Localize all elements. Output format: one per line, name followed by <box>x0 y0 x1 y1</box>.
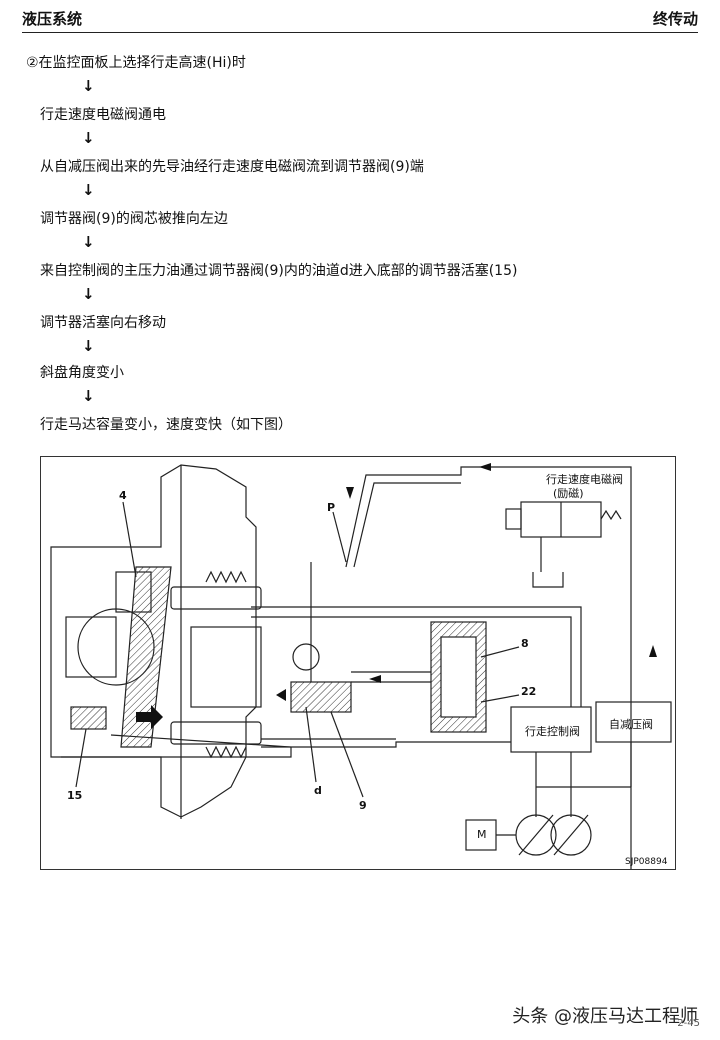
tank-symbol <box>532 572 564 588</box>
step-7: 斜盘角度变小 <box>40 365 124 381</box>
leader-4 <box>122 501 137 578</box>
flow-arrow-1: ↓ <box>82 77 95 95</box>
step-8: 行走马达容量变小，速度变快（如下图） <box>40 417 292 433</box>
header-chapter-title: 终传动 <box>652 10 698 28</box>
spring-lower <box>205 745 247 759</box>
motor-housing <box>50 464 257 818</box>
flow-arrow-up <box>649 645 657 657</box>
flow-arrow-right <box>136 705 163 729</box>
leader-d <box>305 706 317 783</box>
spring-upper <box>205 570 247 584</box>
regulator-line-top-inner <box>251 616 572 707</box>
label-15: 15 <box>67 789 83 802</box>
flow-arrow-left-main <box>369 675 381 683</box>
step-6: 调节器活塞向右移动 <box>40 315 166 331</box>
pilot-line-outer <box>345 466 632 869</box>
regulator-valve-9 <box>290 681 352 713</box>
regulator-line-top <box>251 606 582 707</box>
flow-arrow-left-9 <box>276 689 286 701</box>
label-8: 8 <box>521 637 529 650</box>
flow-arrow-3: ↓ <box>82 181 95 199</box>
page-number: 2-45 <box>677 1018 700 1029</box>
flow-arrow-down <box>346 487 354 499</box>
leader-8 <box>480 646 520 658</box>
flow-arrow-4: ↓ <box>82 233 95 251</box>
step-2: 行走速度电磁阀通电 <box>40 107 166 123</box>
figure-code: SJP08894 <box>625 857 668 867</box>
diagram-drawing <box>50 463 672 869</box>
step-3: 从自减压阀出来的先导油经行走速度电磁阀流到调节器阀(9)端 <box>40 159 424 175</box>
regulator-piston <box>70 706 107 730</box>
leader-P <box>332 511 347 563</box>
reg-line-bottom <box>61 734 292 758</box>
leader-22 <box>480 694 520 703</box>
label-solenoid-title: 行走速度电磁阀 <box>546 473 623 486</box>
label-motor: M <box>477 828 487 841</box>
flow-arrow-2: ↓ <box>82 129 95 147</box>
page-header: 液压系统 终传动 <box>22 6 698 33</box>
solenoid-coil <box>505 508 522 530</box>
label-P: P <box>327 501 336 514</box>
flow-arrow-top <box>479 463 491 471</box>
travel-control-valve-box <box>510 706 592 753</box>
label-d: d <box>314 784 322 797</box>
label-22: 22 <box>521 685 537 698</box>
piston-upper <box>170 586 262 610</box>
label-solenoid-state: (励磁) <box>553 487 584 500</box>
step-1: ②在监控面板上选择行走高速(Hi)时 <box>26 55 246 71</box>
piston-lower <box>170 721 262 745</box>
label-reducing-valve: 自减压阀 <box>609 718 653 731</box>
swash-plate <box>120 566 172 748</box>
pump-2-arrow <box>553 814 589 856</box>
hydraulic-diagram: 4 P 8 22 15 d 9 行走速度电磁阀 (励磁) 行走控制阀 自减压阀 … <box>40 456 676 870</box>
flow-arrow-5: ↓ <box>82 285 95 303</box>
check-ball <box>292 643 320 671</box>
shaft-block <box>65 616 117 678</box>
step-5: 来自控制阀的主压力油通过调节器阀(9)内的油道d进入底部的调节器活塞(15) <box>40 263 518 279</box>
solenoid-spring <box>600 509 622 521</box>
label-4: 4 <box>119 489 127 502</box>
pump-2 <box>550 814 592 856</box>
label-travel-control-valve: 行走控制阀 <box>525 725 580 738</box>
leader-15 <box>75 728 87 788</box>
pilot-line-inner <box>353 482 461 568</box>
reducing-valve-box <box>595 701 672 743</box>
flow-arrow-6: ↓ <box>82 337 95 355</box>
label-9: 9 <box>359 799 367 812</box>
cylinder-block <box>190 626 262 708</box>
leader-9 <box>330 711 364 798</box>
header-section-title: 液压系统 <box>22 10 83 28</box>
main-line-bottom <box>261 741 511 748</box>
pump-1-arrow <box>518 814 554 856</box>
flow-arrow-7: ↓ <box>82 387 95 405</box>
valve-8-core <box>440 636 477 718</box>
watermark: 头条 @液压马达工程师 <box>512 1006 698 1027</box>
step-4: 调节器阀(9)的阀芯被推向左边 <box>40 211 228 227</box>
